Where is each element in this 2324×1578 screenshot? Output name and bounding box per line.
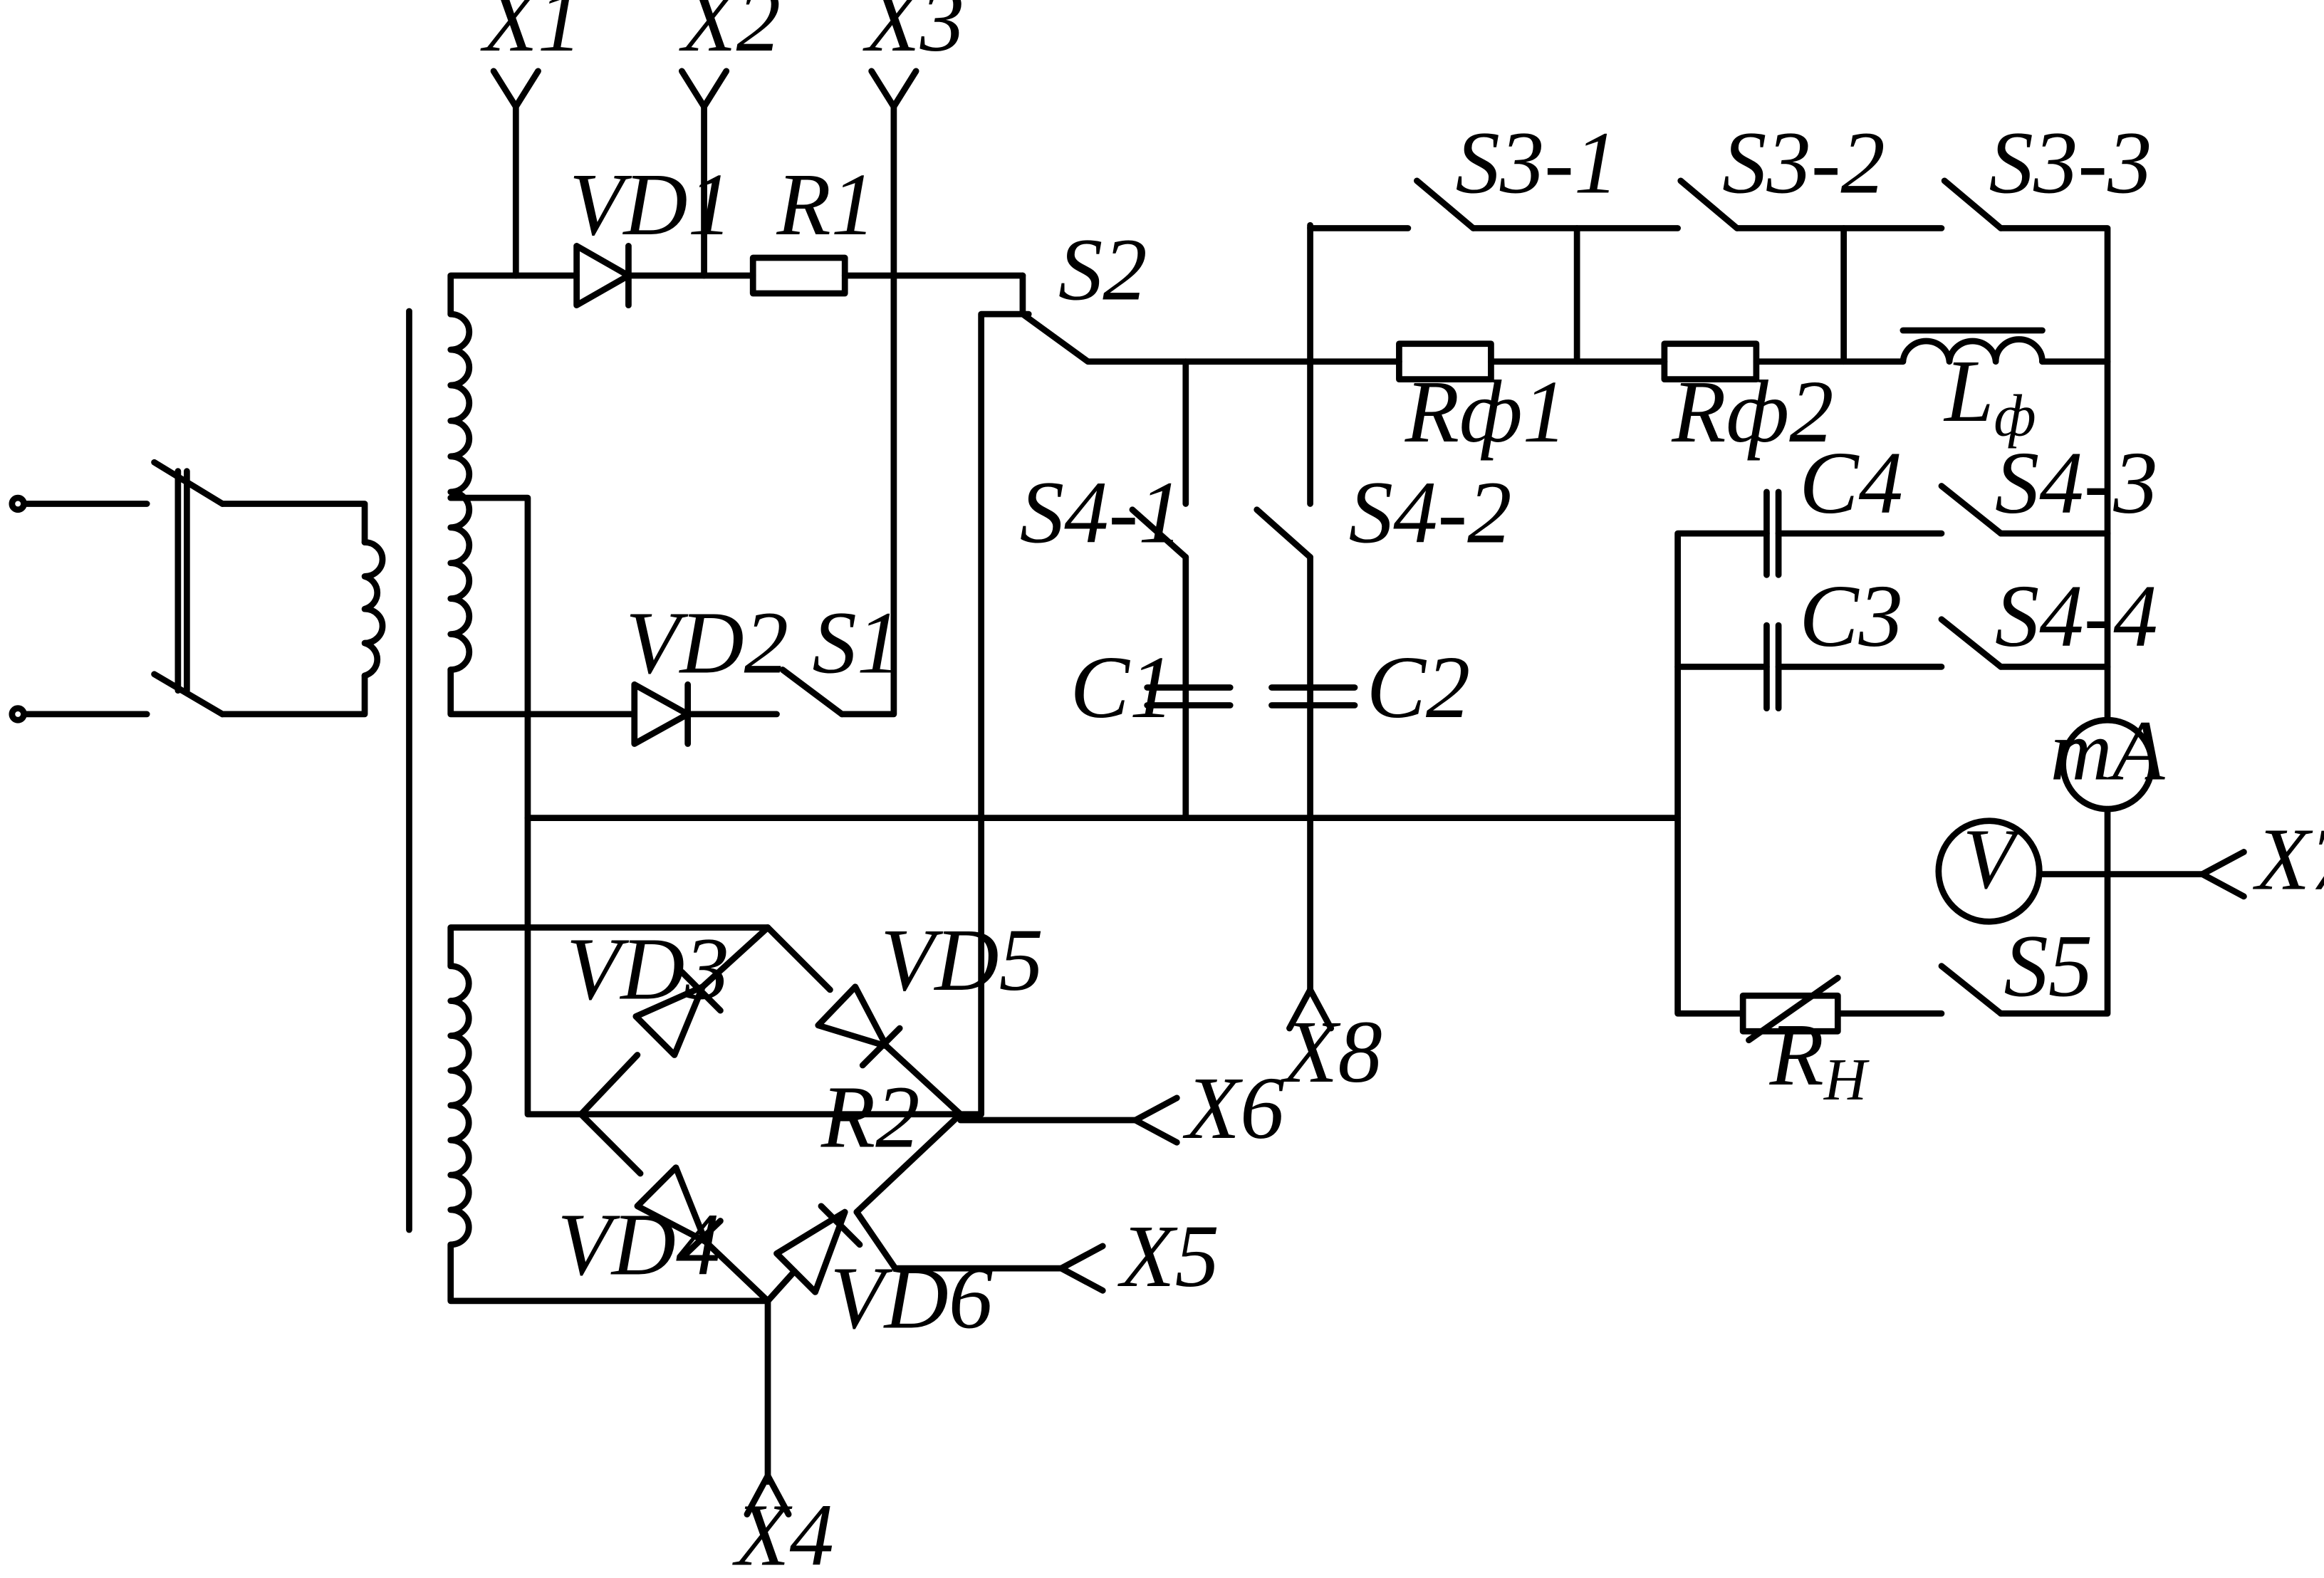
capacitor-c3 bbox=[1763, 622, 1782, 711]
label-rh-subscript: Н bbox=[1823, 1047, 1870, 1113]
capacitor-c2 bbox=[1268, 684, 1358, 709]
label-rh: R bbox=[1769, 1006, 1824, 1104]
label-x1: X1 bbox=[480, 0, 583, 70]
terminal-x4 bbox=[744, 1473, 792, 1517]
capacitor-c4 bbox=[1763, 488, 1782, 578]
diode-vd1 bbox=[573, 243, 632, 309]
meter-v bbox=[1935, 817, 2043, 925]
terminal-x8 bbox=[1286, 986, 1335, 1032]
diode-vd6 bbox=[773, 1203, 863, 1295]
label-rf2: Rф2 bbox=[1671, 363, 1833, 461]
terminal-x1 bbox=[490, 68, 541, 110]
switch-s3-2 bbox=[1677, 177, 1741, 231]
switch-s4-3 bbox=[1938, 483, 2004, 537]
label-meter-ma: mA bbox=[2051, 703, 2166, 798]
label-s3-3: S3-3 bbox=[1989, 114, 2152, 212]
label-vd1: VD1 bbox=[569, 156, 732, 254]
label-s3-2: S3-2 bbox=[1722, 114, 1885, 212]
terminal-x6 bbox=[1132, 1094, 1180, 1146]
label-meter-v: V bbox=[1963, 811, 2024, 906]
label-lf: L bbox=[1943, 343, 1994, 441]
capacitor-c1 bbox=[1144, 684, 1234, 709]
switch-s3-1 bbox=[1414, 177, 1476, 231]
switch-s1 bbox=[779, 667, 845, 718]
switch-s4-2 bbox=[1254, 506, 1313, 560]
load-resistor-rh bbox=[1739, 974, 1841, 1044]
label-s4-4: S4-4 bbox=[1995, 568, 2158, 666]
label-r1: R1 bbox=[776, 156, 876, 254]
label-vd4: VD4 bbox=[558, 1196, 721, 1294]
diode-vd2 bbox=[631, 681, 692, 747]
label-x2: X2 bbox=[678, 0, 781, 70]
label-s4-1: S4-1 bbox=[1020, 464, 1183, 563]
label-s3-1: S3-1 bbox=[1455, 114, 1618, 212]
resistor-rf1 bbox=[1396, 340, 1494, 383]
label-s2: S2 bbox=[1058, 221, 1147, 319]
label-c4: C4 bbox=[1799, 434, 1903, 533]
label-x6: X6 bbox=[1182, 1060, 1285, 1158]
diode-vd3 bbox=[632, 968, 724, 1058]
label-x5: X5 bbox=[1117, 1208, 1219, 1306]
label-vd5: VD5 bbox=[880, 911, 1043, 1010]
switch-s3-3 bbox=[1941, 177, 2004, 231]
switch-s5 bbox=[1938, 963, 2004, 1017]
label-x3: X3 bbox=[862, 0, 964, 70]
terminal-x7 bbox=[2199, 849, 2247, 900]
label-c2: C2 bbox=[1367, 639, 1471, 737]
label-x4: X4 bbox=[731, 1486, 834, 1578]
terminal-x5 bbox=[1058, 1243, 1106, 1294]
label-s1: S1 bbox=[812, 595, 901, 693]
label-rf1: Rф1 bbox=[1405, 363, 1567, 461]
terminal-x2 bbox=[678, 68, 730, 110]
main-wires bbox=[524, 221, 2206, 1017]
input-terminals bbox=[9, 494, 150, 723]
svg-text:Lф: Lф bbox=[1943, 343, 2036, 449]
switch-s4-4 bbox=[1938, 616, 2004, 670]
label-vd6: VD6 bbox=[830, 1249, 993, 1347]
primary-winding bbox=[361, 539, 386, 679]
label-r2: R2 bbox=[820, 1069, 920, 1167]
label-x8: X8 bbox=[1280, 1003, 1382, 1102]
label-c3: C3 bbox=[1799, 568, 1903, 666]
label-c1: C1 bbox=[1070, 639, 1174, 737]
secondary-winding-upper bbox=[447, 310, 473, 673]
resistor-rf2 bbox=[1661, 340, 1760, 383]
label-lf-subscript: ф bbox=[1994, 384, 2036, 449]
primary-switch bbox=[151, 459, 226, 718]
upper-wires bbox=[447, 103, 1026, 1118]
resistor-r1 bbox=[749, 254, 848, 297]
meter-ma bbox=[2060, 716, 2155, 812]
bridge-wires bbox=[447, 924, 1139, 1485]
diode-vd5 bbox=[815, 983, 903, 1069]
label-s5: S5 bbox=[2003, 917, 2093, 1015]
label-vd3: VD3 bbox=[566, 920, 729, 1018]
terminal-x3 bbox=[868, 68, 919, 110]
switch-s4-1 bbox=[1129, 506, 1189, 560]
transformer bbox=[219, 308, 473, 1248]
label-x7: X7 bbox=[2252, 810, 2324, 909]
inductor-lf bbox=[1900, 327, 2046, 365]
diode-vd4 bbox=[634, 1164, 724, 1260]
label-s4-3: S4-3 bbox=[1995, 434, 2158, 533]
switch-s2 bbox=[957, 272, 1189, 1118]
label-vd2: VD2 bbox=[625, 595, 788, 693]
svg-text:RН: RН bbox=[1769, 1006, 1870, 1113]
secondary-winding-lower bbox=[447, 963, 472, 1248]
label-s4-2: S4-2 bbox=[1349, 464, 1512, 563]
